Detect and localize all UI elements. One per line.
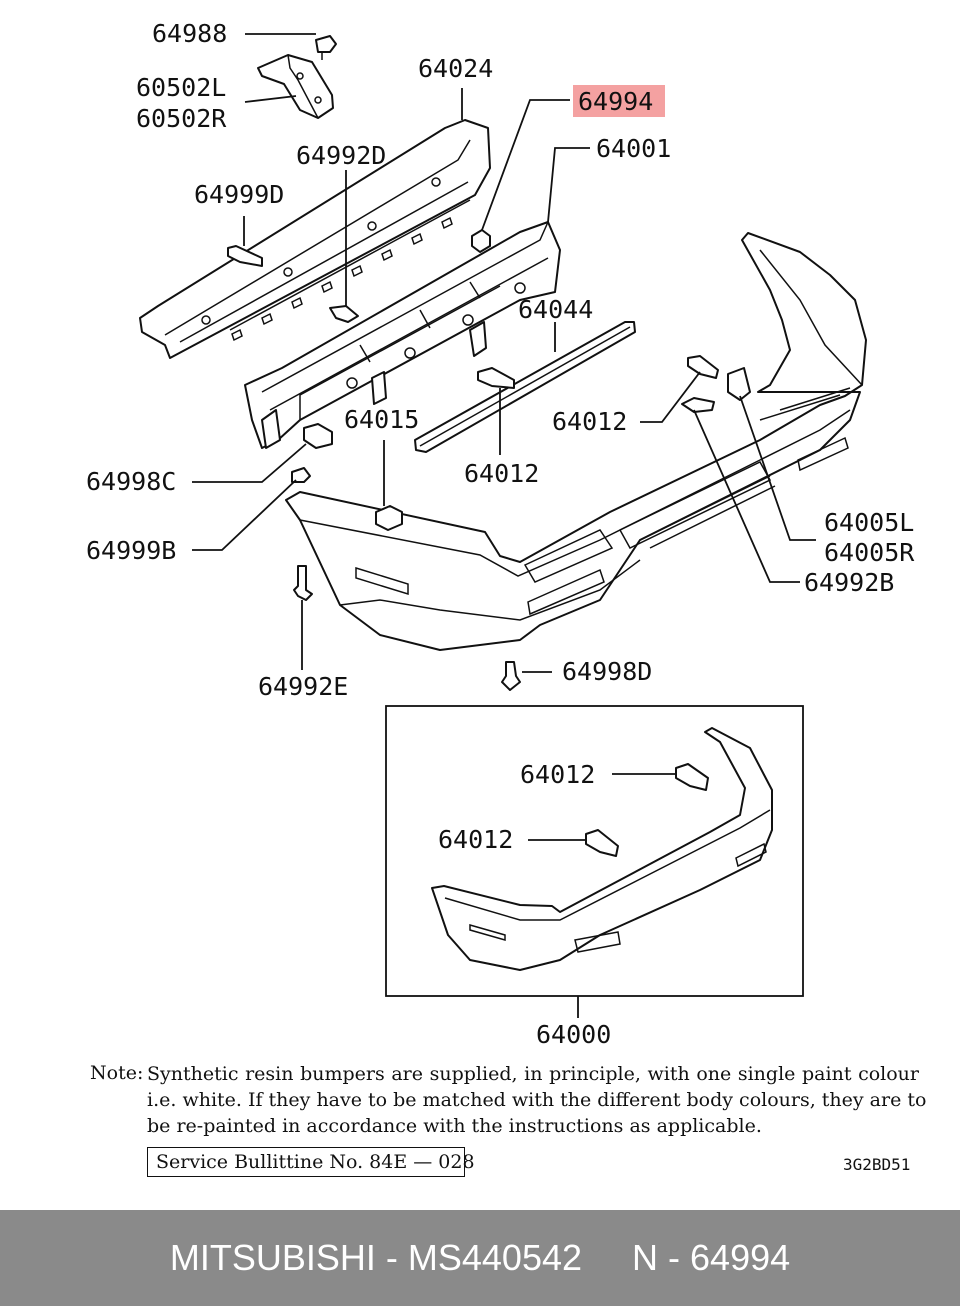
note-line-2: i.e. white. If they have to be matched w… [147, 1089, 927, 1111]
note-line-3: be re-painted in accordance with the ins… [147, 1115, 762, 1137]
label-64998C: 64998C [86, 467, 176, 496]
fasteners-drawing [227, 245, 719, 691]
retainer-64024-drawing [139, 119, 491, 359]
footer-banner: MITSUBISHI - MS440542 N - 64994 [0, 1210, 960, 1306]
leader-lines [192, 33, 816, 1018]
footer-gap [582, 1237, 632, 1279]
label-60502R: 60502R [136, 104, 227, 133]
bumper-64000-drawing [431, 727, 773, 971]
label-64000: 64000 [536, 1020, 611, 1049]
label-64012-right: 64012 [552, 407, 627, 436]
label-64012-inset-lower: 64012 [438, 825, 513, 854]
footer-position: N - 64994 [632, 1237, 791, 1278]
footer-part-number: MS440542 [407, 1237, 583, 1278]
molding-64044-drawing [414, 321, 636, 453]
reinforcement-64001-drawing [244, 221, 561, 449]
label-64992D: 64992D [296, 141, 386, 170]
label-64005R: 64005R [824, 538, 915, 567]
label-64988: 64988 [152, 19, 227, 48]
note-line-1: Synthetic resin bumpers are supplied, in… [147, 1063, 919, 1085]
label-64044: 64044 [518, 295, 593, 324]
inset-box [385, 705, 804, 997]
label-60502L: 60502L [136, 73, 226, 102]
label-64994: 64994 [578, 87, 653, 116]
label-64024: 64024 [418, 54, 493, 83]
label-64992E: 64992E [258, 672, 348, 701]
bracket-60502-drawing [257, 35, 337, 119]
part-labels: 64988 60502L 60502R 64024 64994 64001 64… [86, 19, 915, 1049]
footer-brand: MITSUBISHI [169, 1237, 376, 1278]
label-64998D: 64998D [562, 657, 652, 686]
footer-separator: - [375, 1237, 408, 1278]
drawing-code: 3G2BD51 [843, 1155, 911, 1174]
label-64999D: 64999D [194, 180, 284, 209]
label-64012-center: 64012 [464, 459, 539, 488]
label-64012-inset-upper: 64012 [520, 760, 595, 789]
bracket-64005-drawing [727, 367, 751, 401]
label-64992B: 64992B [804, 568, 894, 597]
label-64015: 64015 [344, 405, 419, 434]
label-64001: 64001 [596, 134, 671, 163]
note-prefix: Note: [90, 1062, 144, 1084]
label-64999B: 64999B [86, 536, 176, 565]
label-64005L: 64005L [824, 508, 914, 537]
rear-bumper-drawing [285, 232, 867, 651]
parts-diagram: 64988 60502L 60502R 64024 64994 64001 64… [86, 19, 915, 1049]
highlight-64994 [573, 85, 665, 117]
service-bulletin-box: Service Bullittine No. 84E — 028 [147, 1147, 475, 1177]
nut-64994-drawing [471, 229, 491, 253]
